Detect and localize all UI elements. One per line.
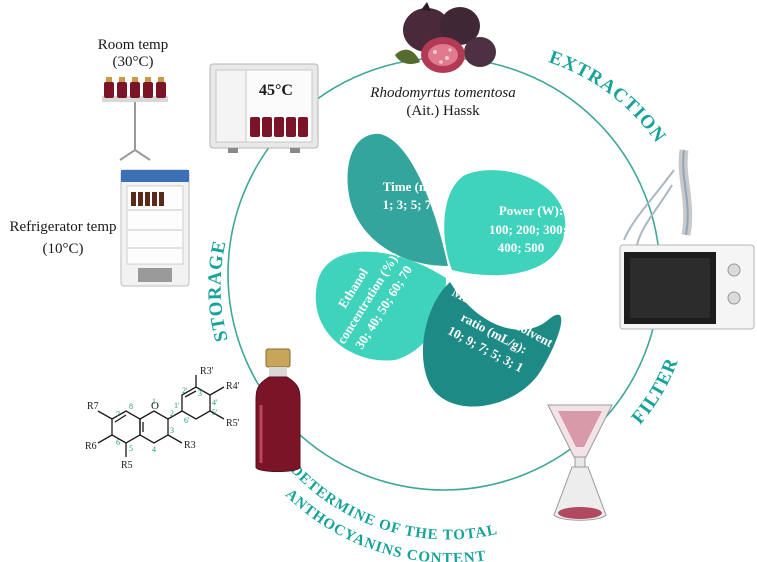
refrigerator-icon (120, 169, 190, 287)
filter-funnel-icon (547, 404, 613, 521)
pos-3: 3 (170, 426, 174, 435)
room-temp-label: Room temp (97, 37, 169, 53)
stage-label-determine-line1: DETERMINE OF THE TOTAL (287, 462, 499, 544)
substituent-r3: R3 (184, 440, 196, 451)
power-title: Power (W): (499, 203, 563, 218)
plant-species: Rhodomyrtus tomentosa (370, 85, 516, 101)
anthocyanin-structure-diagram: R7 R6 R5 R3 R3' R4' R5' O 1 2 3 4 5 6 7 … (85, 366, 240, 471)
pos-1p: 1' (174, 401, 180, 410)
stage-label-filter: FILTER (628, 355, 683, 429)
stage-label-extraction: EXTRACTION (546, 47, 670, 147)
fridge-temp-label: Refrigerator temp (9, 219, 117, 235)
substituent-r6: R6 (85, 441, 97, 452)
ring-oxygen: O (151, 400, 159, 412)
microwave-extractor-icon (619, 149, 755, 330)
power-values-line1: 100; 200; 300; (489, 222, 567, 237)
substituent-r7: R7 (87, 401, 99, 412)
substituent-r5p: R5' (226, 418, 240, 429)
petal-power (444, 170, 566, 276)
pos-7: 7 (116, 410, 120, 419)
pos-2: 2 (170, 409, 174, 418)
pos-3p: 3' (198, 389, 204, 398)
petal-ethanol (315, 251, 446, 361)
pos-6p: 6' (184, 416, 190, 425)
incubator-oven-icon (209, 63, 319, 153)
oven-temp: 45°C (259, 82, 293, 99)
petal-time (347, 133, 448, 266)
substituent-r5: R5 (121, 460, 133, 471)
extract-bottle-icon (255, 348, 301, 472)
pos-5p: 5' (212, 408, 218, 417)
pos-8: 8 (129, 402, 133, 411)
pos-4: 4 (152, 445, 156, 454)
time-title: Time (min): (383, 179, 450, 194)
plant-species-label: Rhodomyrtus tomentosa (368, 84, 518, 102)
plant-authority: (Ait.) Hassk (406, 103, 480, 119)
pos-5: 5 (129, 444, 133, 453)
fridge-temp-value: (10°C) (42, 241, 84, 257)
pos-6: 6 (116, 438, 120, 447)
time-values: 1; 3; 5; 7; 9 (383, 197, 446, 212)
substituent-r3p: R3' (200, 366, 214, 377)
pos-2p: 2' (182, 386, 188, 395)
bottle-rack-icon (102, 77, 168, 161)
substituent-r4p: R4' (226, 381, 240, 392)
petal-ratio (422, 282, 562, 407)
room-temp-value: (30°C) (112, 54, 154, 70)
pos-4p: 4' (212, 398, 218, 407)
pos-1: 1 (152, 397, 156, 406)
rose-myrtle-fruit-icon (395, 2, 496, 73)
power-values-line2: 400; 500 (498, 240, 545, 255)
